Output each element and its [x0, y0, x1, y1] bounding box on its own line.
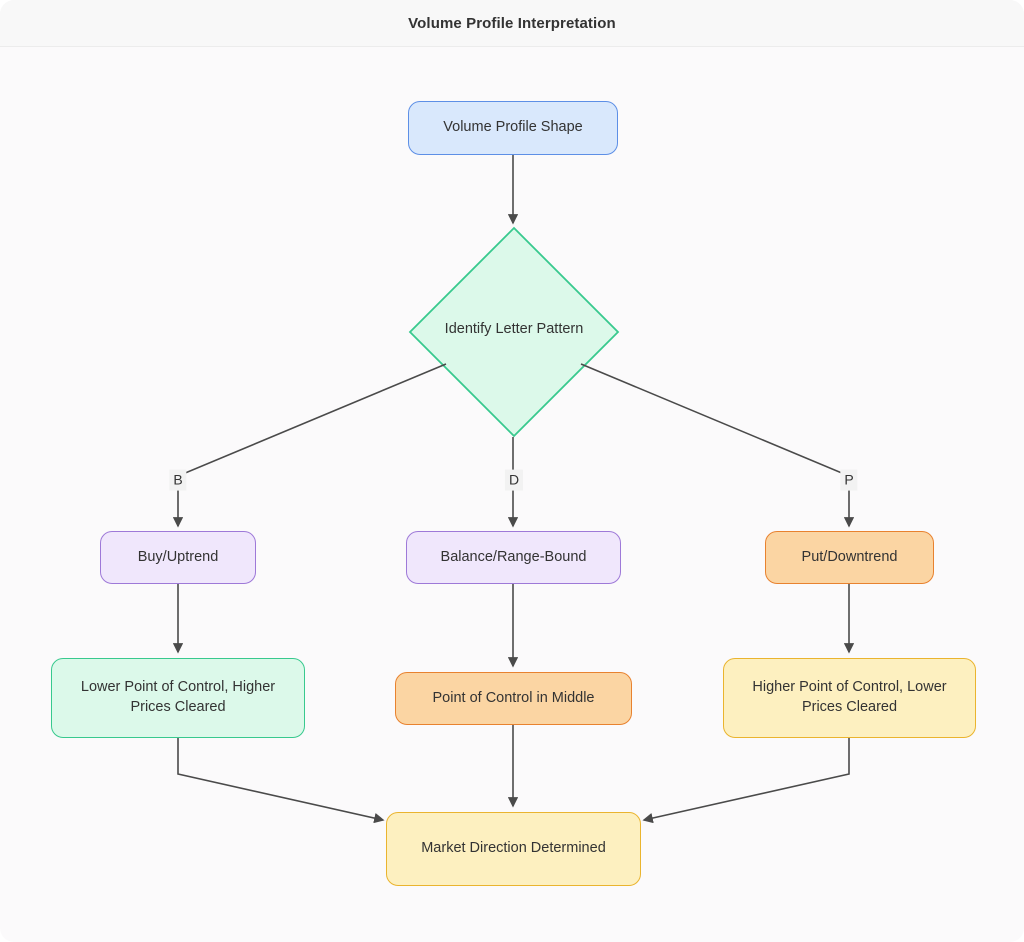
node-higher-point-of-control: Higher Point of Control, Lower Prices Cl… — [723, 658, 976, 738]
edge-lowerpoc-to-market — [177, 738, 385, 824]
edge-decision-to-buy — [172, 363, 447, 528]
node-put-downtrend: Put/Downtrend — [765, 531, 934, 584]
diagram-header: Volume Profile Interpretation — [0, 0, 1024, 47]
node-lower-point-of-control: Lower Point of Control, Higher Prices Cl… — [51, 658, 305, 738]
node-market-direction-determined: Market Direction Determined — [386, 812, 641, 886]
node-balance-range-bound: Balance/Range-Bound — [406, 531, 621, 584]
node-point-of-control-in-middle: Point of Control in Middle — [395, 672, 632, 725]
node-identify-letter-pattern: Identify Letter Pattern — [444, 321, 584, 337]
edge-label-b: B — [169, 469, 187, 491]
decision-diamond — [408, 226, 620, 438]
flowchart-edges — [172, 155, 855, 824]
edge-decision-to-put — [580, 363, 855, 528]
edge-higherpoc-to-market — [642, 738, 850, 824]
node-buy-uptrend: Buy/Uptrend — [100, 531, 256, 584]
page-title: Volume Profile Interpretation — [408, 14, 616, 32]
edge-label-d: D — [504, 469, 524, 491]
node-volume-profile-shape: Volume Profile Shape — [408, 101, 618, 155]
edge-label-p: P — [840, 469, 858, 491]
flowchart-canvas: Volume Profile Shape Identify Letter Pat… — [0, 47, 1024, 942]
